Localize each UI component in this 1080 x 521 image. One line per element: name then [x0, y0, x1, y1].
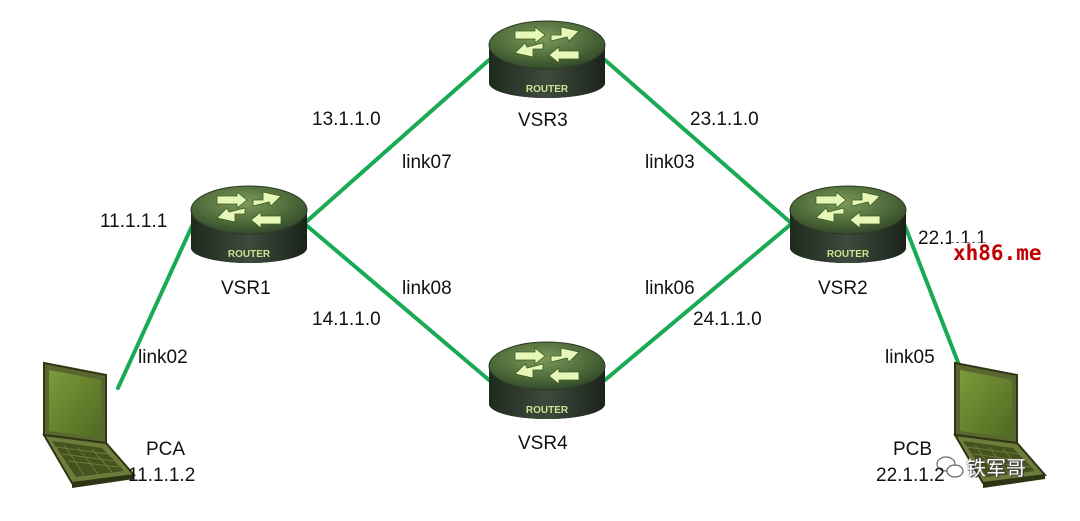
router-badge: ROUTER	[827, 249, 870, 260]
link06-line	[603, 223, 792, 382]
link08-line	[304, 223, 491, 382]
link08-network: 14.1.1.0	[312, 309, 381, 330]
links	[116, 58, 970, 390]
router-badge: ROUTER	[526, 84, 569, 95]
site-watermark: xh86.me	[951, 241, 1044, 265]
link05-line	[903, 224, 970, 390]
pca-label: PCA	[146, 439, 186, 460]
router-vsr2: ROUTER	[789, 185, 907, 264]
router-vsr1: ROUTER	[190, 185, 308, 264]
vsr2-label: VSR2	[818, 278, 868, 299]
vsr3-label: VSR3	[518, 110, 568, 131]
link02-label: link02	[138, 347, 188, 368]
router-badge: ROUTER	[228, 249, 271, 260]
router-badge: ROUTER	[526, 405, 569, 416]
link03-line	[603, 58, 792, 224]
link07-line	[304, 58, 491, 224]
link08-label: link08	[402, 278, 452, 299]
wechat-icon	[936, 456, 964, 478]
link06-network: 24.1.1.0	[693, 309, 762, 330]
link07-network: 13.1.1.0	[312, 109, 381, 130]
link03-label: link03	[645, 152, 695, 173]
link02-line	[116, 224, 194, 390]
pcb-label: PCB	[893, 439, 933, 460]
link06-label: link06	[645, 278, 695, 299]
link07-label: link07	[402, 152, 452, 173]
pca-ip: 11.1.1.2	[128, 465, 196, 486]
link03-network: 23.1.1.0	[690, 109, 759, 130]
link02-network: 11.1.1.1	[100, 211, 168, 232]
vsr1-label: VSR1	[221, 278, 271, 299]
wechat-watermark: 铁军哥	[966, 456, 1026, 480]
router-vsr3: ROUTER	[488, 20, 606, 99]
pcb-ip: 22.1.1.2	[876, 465, 945, 486]
link05-label: link05	[885, 347, 935, 368]
vsr4-label: VSR4	[518, 433, 568, 454]
router-vsr4: ROUTER	[488, 341, 606, 420]
